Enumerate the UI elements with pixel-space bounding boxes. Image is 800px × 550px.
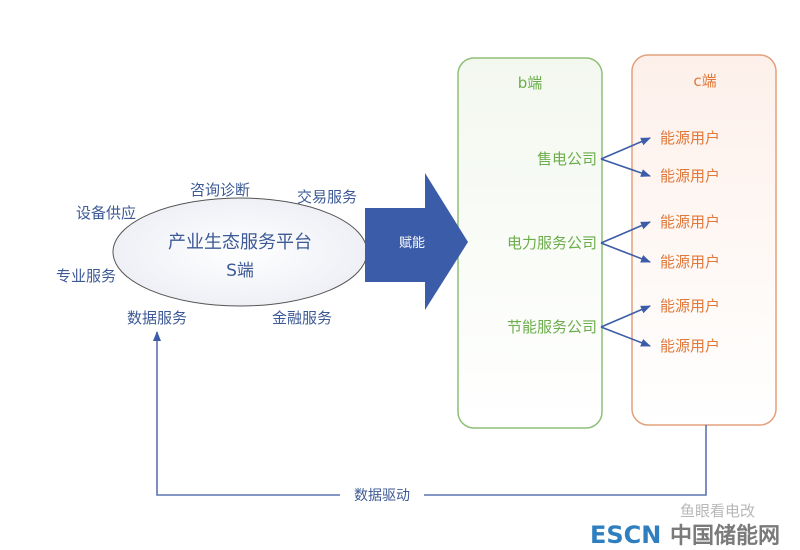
company-retail: 售电公司 [537,150,597,168]
company-to-user-arrow [600,158,651,177]
service-finance: 金融服务 [272,309,332,327]
energy-user: 能源用户 [660,337,720,355]
service-trading: 交易服务 [297,188,357,206]
company-to-user-arrow [600,221,651,244]
service-consulting: 咨询诊断 [190,181,250,199]
escn-logo-latin: ESCN [590,521,661,549]
energy-user: 能源用户 [660,167,720,185]
service-equipment: 设备供应 [76,204,136,222]
energy-user: 能源用户 [660,129,720,147]
energy-user: 能源用户 [660,213,720,231]
company-power-service: 电力服务公司 [507,234,597,252]
service-data: 数据服务 [127,309,187,327]
escn-logo-chinese: 中国储能网 [670,523,780,549]
energy-user: 能源用户 [660,253,720,271]
company-to-user-arrow [600,305,651,328]
c-side-box [631,54,777,426]
c-side-title: c端 [693,72,716,90]
company-to-user-arrow [600,326,651,347]
b-side-title: b端 [518,74,543,92]
platform-title: 产业生态服务平台 [168,232,312,253]
company-to-user-arrow [600,242,651,263]
energy-user: 能源用户 [660,297,720,315]
data-driven-feedback-line [153,331,707,496]
feedback-label: 数据驱动 [354,488,410,504]
service-professional: 专业服务 [56,267,116,285]
empower-arrow [365,173,468,310]
watermark: 鱼眼看电改 [680,502,755,520]
platform-subtitle: S端 [226,261,254,281]
company-energy-saving: 节能服务公司 [507,318,597,336]
empower-label: 赋能 [399,236,425,251]
company-to-user-arrow [600,137,651,160]
